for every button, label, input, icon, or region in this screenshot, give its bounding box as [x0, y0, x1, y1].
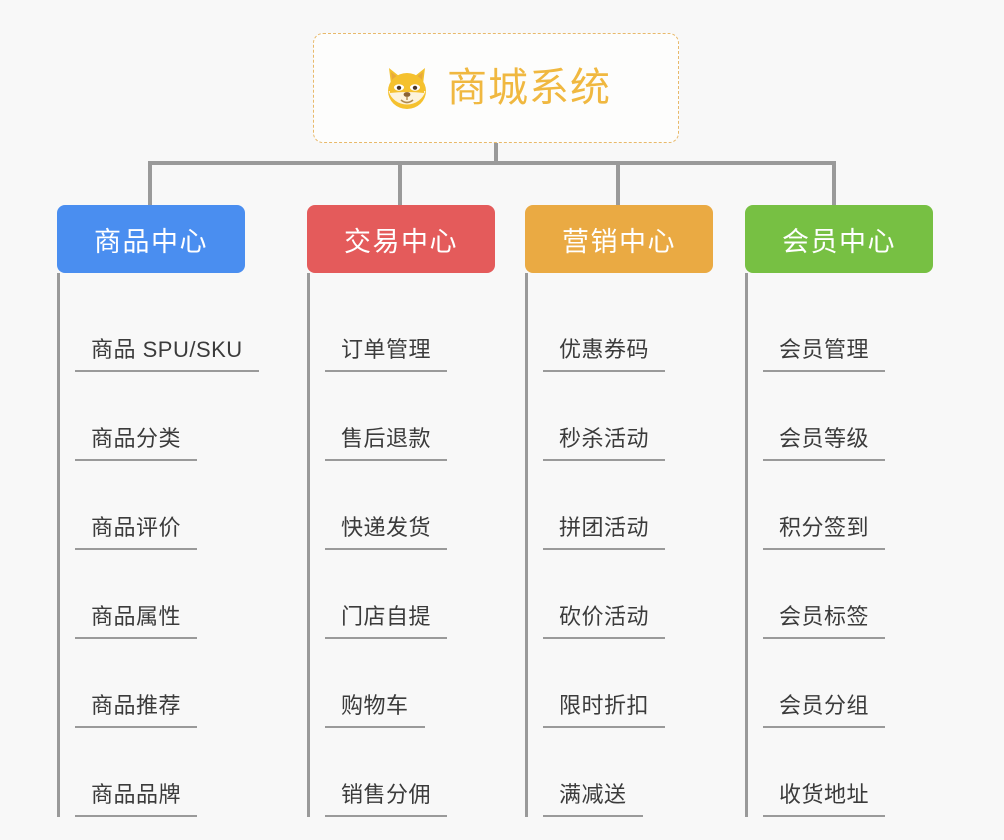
- list-item[interactable]: 商品评价: [75, 461, 245, 550]
- list-item[interactable]: 秒杀活动: [543, 372, 713, 461]
- list-item[interactable]: 购物车: [325, 639, 495, 728]
- list-item[interactable]: 优惠券码: [543, 283, 713, 372]
- root-node[interactable]: 商城系统: [313, 33, 679, 143]
- sub-item-label: 优惠券码: [543, 332, 666, 372]
- connector-drop-1: [398, 161, 402, 205]
- category-label-2: 营销中心: [562, 226, 676, 257]
- connector-drop-2: [616, 161, 620, 205]
- branch-column-3: 会员中心 会员管理 会员等级 积分签到 会员标签 会员分组 收货地址: [745, 205, 933, 817]
- list-item[interactable]: 拼团活动: [543, 461, 713, 550]
- sub-item-list-0: 商品 SPU/SKU 商品分类 商品评价 商品属性 商品推荐 商品品牌: [57, 273, 259, 817]
- sub-item-label: 售后退款: [325, 421, 448, 461]
- category-label-3: 会员中心: [782, 226, 896, 257]
- category-label-1: 交易中心: [344, 226, 458, 257]
- sub-item-label: 商品品牌: [75, 777, 198, 817]
- sub-item-label: 会员管理: [763, 332, 886, 372]
- sub-item-label: 会员分组: [763, 688, 886, 728]
- sub-item-label: 秒杀活动: [543, 421, 666, 461]
- sub-item-label: 商品 SPU/SKU: [75, 332, 259, 372]
- sub-item-label: 砍价活动: [543, 599, 666, 639]
- list-item[interactable]: 会员标签: [763, 550, 933, 639]
- sub-item-label: 销售分佣: [325, 777, 448, 817]
- list-item[interactable]: 商品属性: [75, 550, 245, 639]
- sub-item-list-2: 优惠券码 秒杀活动 拼团活动 砍价活动 限时折扣 满减送: [525, 273, 713, 817]
- sub-item-label: 商品推荐: [75, 688, 198, 728]
- sub-item-label: 限时折扣: [543, 688, 666, 728]
- sub-item-list-3: 会员管理 会员等级 积分签到 会员标签 会员分组 收货地址: [745, 273, 933, 817]
- sub-item-label: 积分签到: [763, 510, 886, 550]
- sub-item-label: 订单管理: [325, 332, 448, 372]
- branch-column-0: 商品中心 商品 SPU/SKU 商品分类 商品评价 商品属性 商品推荐 商品品牌: [57, 205, 259, 817]
- category-box-1[interactable]: 交易中心: [307, 205, 495, 273]
- sub-item-label: 购物车: [325, 688, 425, 728]
- sub-item-label: 拼团活动: [543, 510, 666, 550]
- list-item[interactable]: 商品推荐: [75, 639, 245, 728]
- list-item[interactable]: 收货地址: [763, 728, 933, 817]
- category-box-3[interactable]: 会员中心: [745, 205, 933, 273]
- list-item[interactable]: 砍价活动: [543, 550, 713, 639]
- sub-item-label: 门店自提: [325, 599, 448, 639]
- sub-item-list-1: 订单管理 售后退款 快递发货 门店自提 购物车 销售分佣: [307, 273, 495, 817]
- sub-item-label: 收货地址: [763, 777, 886, 817]
- list-item[interactable]: 限时折扣: [543, 639, 713, 728]
- list-item[interactable]: 满减送: [543, 728, 713, 817]
- sub-item-label: 快递发货: [325, 510, 448, 550]
- connector-bus: [148, 161, 836, 165]
- connector-drop-3: [832, 161, 836, 205]
- sub-item-label: 会员等级: [763, 421, 886, 461]
- list-item[interactable]: 售后退款: [325, 372, 495, 461]
- branch-column-2: 营销中心 优惠券码 秒杀活动 拼团活动 砍价活动 限时折扣 满减送: [525, 205, 713, 817]
- list-item[interactable]: 销售分佣: [325, 728, 495, 817]
- list-item[interactable]: 会员等级: [763, 372, 933, 461]
- sub-item-label: 满减送: [543, 777, 643, 817]
- connector-drop-0: [148, 161, 152, 205]
- sub-item-label: 商品分类: [75, 421, 198, 461]
- sub-item-label: 商品属性: [75, 599, 198, 639]
- root-title: 商城系统: [447, 66, 611, 110]
- category-label-0: 商品中心: [94, 226, 208, 257]
- branch-column-1: 交易中心 订单管理 售后退款 快递发货 门店自提 购物车 销售分佣: [307, 205, 495, 817]
- sub-item-label: 商品评价: [75, 510, 198, 550]
- connector-stem: [494, 143, 498, 164]
- category-box-2[interactable]: 营销中心: [525, 205, 713, 273]
- list-item[interactable]: 会员分组: [763, 639, 933, 728]
- list-item[interactable]: 商品分类: [75, 372, 245, 461]
- shiba-dog-face-icon: [381, 62, 433, 114]
- sub-item-label: 会员标签: [763, 599, 886, 639]
- category-box-0[interactable]: 商品中心: [57, 205, 245, 273]
- list-item[interactable]: 商品品牌: [75, 728, 245, 817]
- list-item[interactable]: 快递发货: [325, 461, 495, 550]
- list-item[interactable]: 门店自提: [325, 550, 495, 639]
- list-item[interactable]: 会员管理: [763, 283, 933, 372]
- list-item[interactable]: 商品 SPU/SKU: [75, 283, 259, 372]
- list-item[interactable]: 积分签到: [763, 461, 933, 550]
- list-item[interactable]: 订单管理: [325, 283, 495, 372]
